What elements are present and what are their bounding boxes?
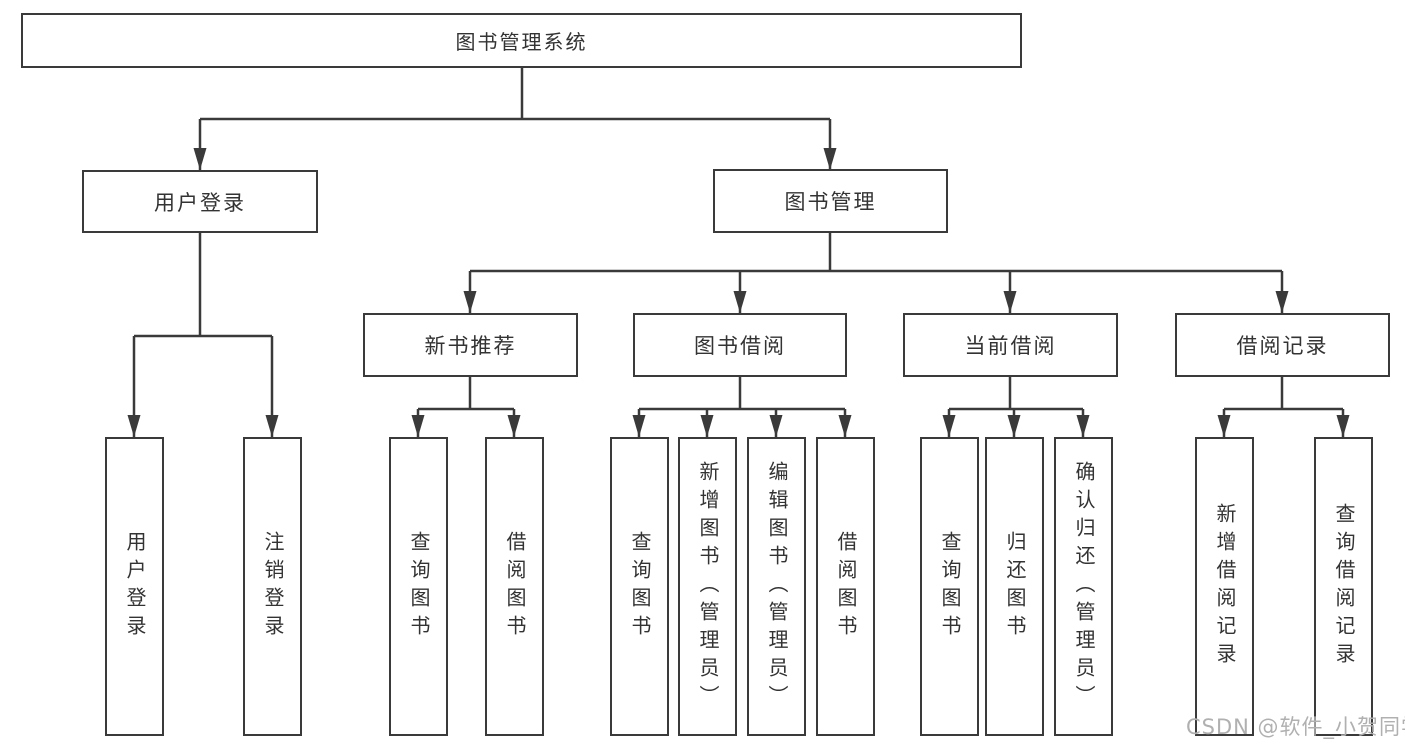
- leaf-current-query-label: 查询图书: [938, 530, 962, 643]
- leaf-borrow-edit-label: 编辑图书（管理员）: [765, 460, 789, 713]
- leaf-user-login: 用户登录: [105, 437, 164, 736]
- leaf-borrow-book: 借阅图书: [816, 437, 875, 736]
- node-book-borrow: 图书借阅: [633, 313, 847, 377]
- node-user-login-label: 用户登录: [154, 190, 246, 215]
- node-new-books-label: 新书推荐: [424, 334, 517, 358]
- leaf-newbooks-borrow: 借阅图书: [485, 437, 544, 736]
- leaf-borrow-edit: 编辑图书（管理员）: [747, 437, 806, 736]
- leaf-newbooks-query: 查询图书: [389, 437, 448, 736]
- leaf-current-confirm: 确认归还（管理员）: [1054, 437, 1113, 736]
- leaf-current-return: 归还图书: [985, 437, 1044, 736]
- csdn-watermark: CSDN @软件_小贺同学: [1186, 711, 1405, 741]
- leaf-user-login-label: 用户登录: [123, 530, 147, 643]
- leaf-borrow-query: 查询图书: [610, 437, 669, 736]
- leaf-records-query-label: 查询借阅记录: [1332, 502, 1356, 671]
- node-book-mgmt: 图书管理: [713, 169, 948, 233]
- leaf-records-add-label: 新增借阅记录: [1213, 502, 1237, 671]
- node-root: 图书管理系统: [21, 13, 1022, 68]
- leaf-current-return-label: 归还图书: [1003, 530, 1027, 643]
- leaf-newbooks-borrow-label: 借阅图书: [503, 530, 527, 643]
- leaf-records-add: 新增借阅记录: [1195, 437, 1254, 736]
- leaf-borrow-query-label: 查询图书: [628, 530, 652, 643]
- node-book-mgmt-label: 图书管理: [784, 190, 877, 214]
- leaf-borrow-add: 新增图书（管理员）: [678, 437, 737, 736]
- leaf-newbooks-query-label: 查询图书: [407, 530, 431, 643]
- node-borrow-records: 借阅记录: [1175, 313, 1390, 377]
- node-user-login: 用户登录: [82, 170, 318, 233]
- leaf-logout: 注销登录: [243, 437, 302, 736]
- node-new-books: 新书推荐: [363, 313, 578, 377]
- node-current-borrow-label: 当前借阅: [964, 334, 1057, 358]
- leaf-borrow-add-label: 新增图书（管理员）: [696, 460, 720, 713]
- leaf-logout-label: 注销登录: [261, 530, 285, 643]
- csdn-watermark-text: CSDN @软件_小贺同学: [1186, 715, 1405, 739]
- leaf-borrow-book-label: 借阅图书: [834, 530, 858, 643]
- node-borrow-records-label: 借阅记录: [1236, 334, 1329, 358]
- leaf-current-query: 查询图书: [920, 437, 979, 736]
- node-current-borrow: 当前借阅: [903, 313, 1118, 377]
- leaf-records-query: 查询借阅记录: [1314, 437, 1373, 736]
- leaf-current-confirm-label: 确认归还（管理员）: [1072, 460, 1096, 713]
- node-book-borrow-label: 图书借阅: [694, 334, 786, 358]
- node-root-label: 图书管理系统: [455, 30, 588, 54]
